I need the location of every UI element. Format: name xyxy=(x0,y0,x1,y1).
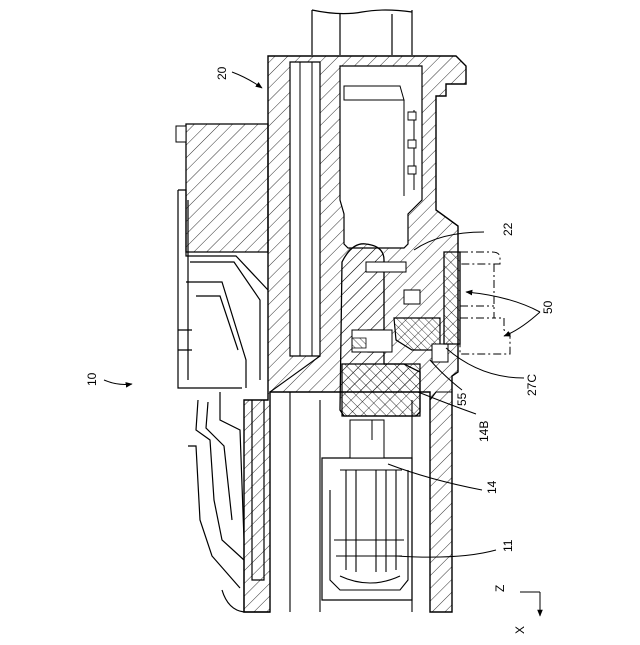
label-50: 50 xyxy=(541,300,555,314)
axis-label-x: X xyxy=(513,626,527,634)
label-14: 14 xyxy=(485,480,499,494)
label-55: 55 xyxy=(455,392,469,406)
label-22: 22 xyxy=(501,222,515,236)
leader-20 xyxy=(232,72,262,88)
label-11: 11 xyxy=(501,539,515,552)
left-block xyxy=(176,124,268,252)
label-14b: 14B xyxy=(477,421,491,442)
leader-50a xyxy=(466,292,540,312)
leader-50b xyxy=(504,312,540,336)
axis-label-z: Z xyxy=(493,585,507,592)
label-27c: 27C xyxy=(525,374,539,396)
axis-indicator: Z X xyxy=(493,585,540,634)
retainer-50 xyxy=(444,252,510,354)
label-10: 10 xyxy=(85,372,99,386)
leader-10 xyxy=(104,380,132,385)
label-20: 20 xyxy=(215,66,229,80)
cable-top xyxy=(312,10,412,55)
